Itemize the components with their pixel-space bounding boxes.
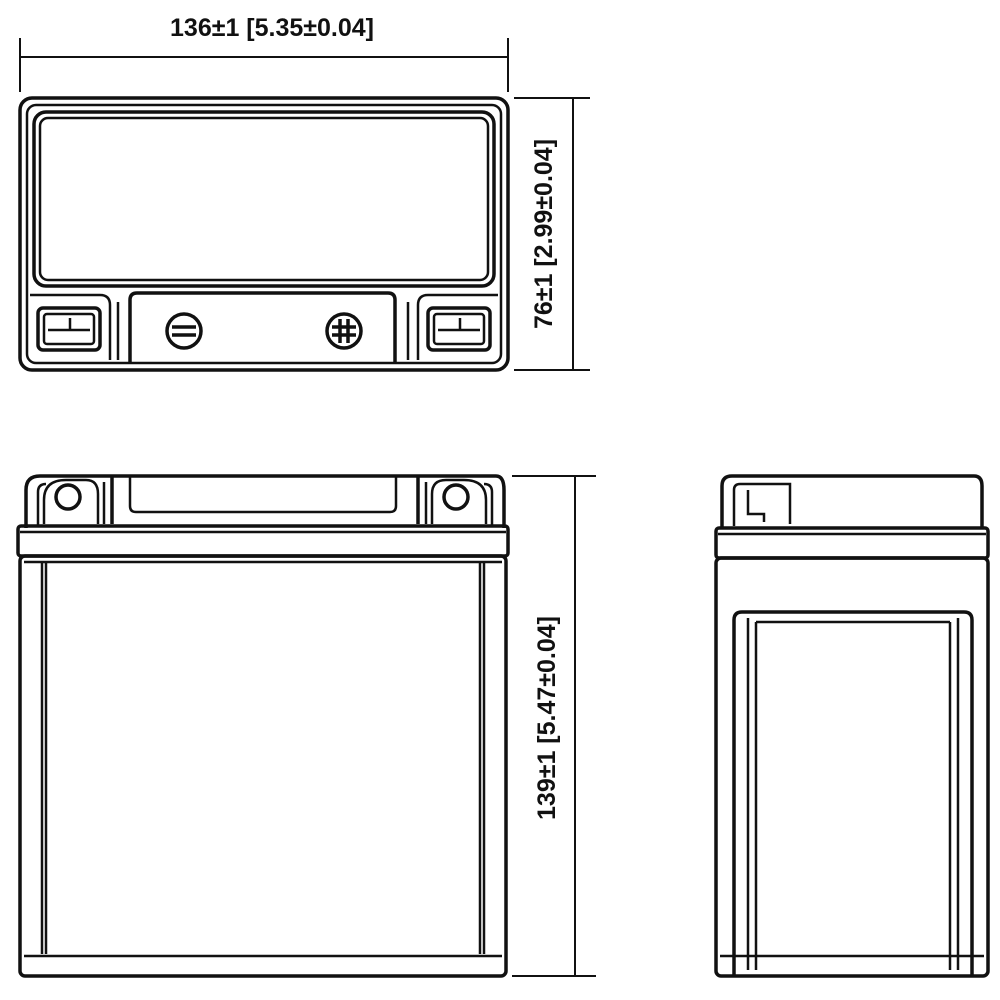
width-dimension: 136±1 [5.35±0.04]	[19, 14, 509, 92]
top-view: 136±1 [5.35±0.04]	[18, 14, 590, 372]
side-cover-band	[714, 526, 990, 560]
height-label: 139±1 [5.47±0.04]	[533, 616, 561, 820]
left-terminal-box	[36, 306, 102, 352]
label-recess	[128, 291, 397, 362]
side-view	[714, 474, 990, 978]
front-view: 139±1 [5.47±0.04]	[16, 474, 596, 978]
front-cover-band	[16, 524, 510, 558]
depth-label: 76±1 [2.99±0.04]	[530, 139, 558, 329]
lid-panel	[32, 110, 496, 288]
front-cover-top	[24, 474, 506, 528]
right-terminal-box	[426, 306, 492, 352]
side-label-panel	[732, 610, 974, 976]
depth-dimension: 76±1 [2.99±0.04]	[514, 97, 590, 371]
positive-symbol-icon	[325, 312, 363, 350]
side-cover-top	[720, 474, 984, 528]
top-view-outline	[18, 96, 510, 372]
height-dimension: 139±1 [5.47±0.04]	[512, 475, 596, 977]
left-lug	[42, 478, 100, 524]
negative-symbol-icon	[165, 312, 203, 350]
front-container	[18, 554, 508, 978]
width-label: 136±1 [5.35±0.04]	[170, 14, 374, 42]
right-lug	[430, 478, 488, 524]
side-container	[714, 556, 990, 978]
